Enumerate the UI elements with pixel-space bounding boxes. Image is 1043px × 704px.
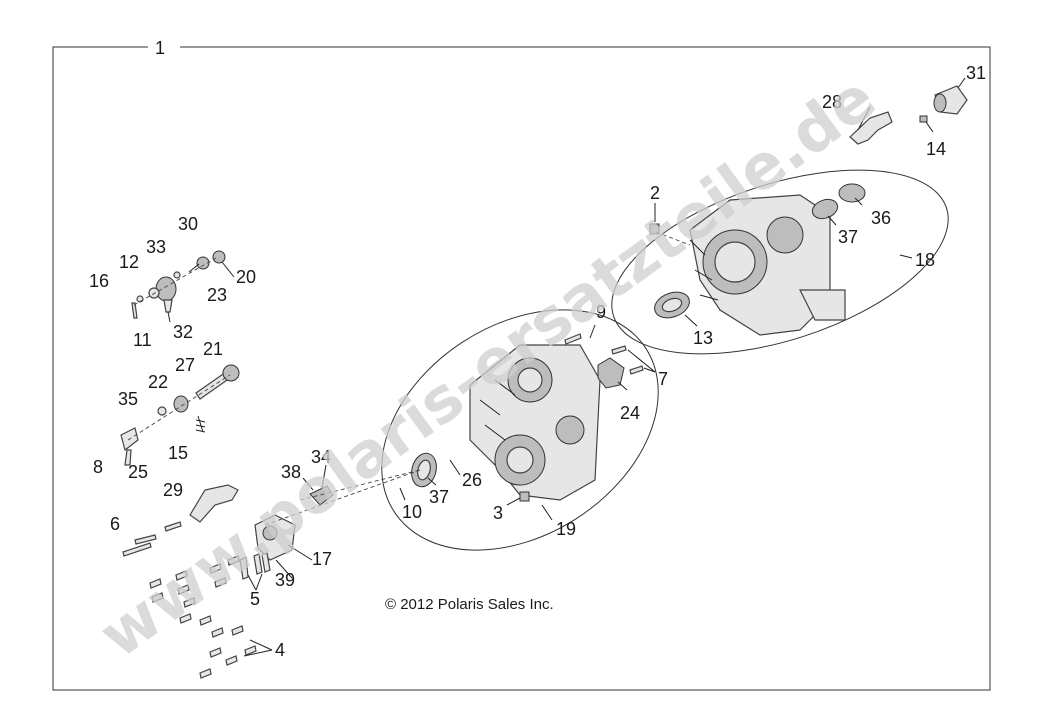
- bolts-4: [149, 555, 257, 679]
- callout-37-lower: 37: [429, 487, 449, 507]
- callout-21: 21: [203, 339, 223, 359]
- bearing-36: [838, 183, 866, 203]
- callout-6: 6: [110, 514, 120, 534]
- callout-9: 9: [596, 302, 606, 322]
- callout-29: 29: [163, 480, 183, 500]
- callout-33: 33: [146, 237, 166, 257]
- part-20: [212, 250, 226, 264]
- bolt-9: [564, 333, 582, 345]
- bolts-5-39: [239, 552, 271, 580]
- assembly-32: [155, 276, 177, 313]
- washer-35: [157, 406, 167, 416]
- callout-3: 3: [493, 503, 503, 523]
- callout-10: 10: [402, 502, 422, 522]
- spring-15: [195, 415, 206, 433]
- callout-13: 13: [693, 328, 713, 348]
- case-half-right: [611, 169, 949, 355]
- callout-28: 28: [822, 92, 842, 112]
- callout-30: 30: [178, 214, 198, 234]
- callout-38: 38: [281, 462, 301, 482]
- component-31: [933, 85, 968, 115]
- callout-17: 17: [312, 549, 332, 569]
- cover-24: [597, 357, 625, 389]
- callout-18: 18: [915, 250, 935, 270]
- shaft-27: [195, 364, 240, 400]
- seal-13: [654, 291, 690, 319]
- part-33: [173, 271, 181, 279]
- callout-1: 1: [155, 38, 165, 58]
- callout-7: 7: [658, 369, 668, 389]
- bolts-6: [122, 521, 182, 557]
- seal-37-upper: [811, 198, 839, 220]
- callout-2: 2: [650, 183, 660, 203]
- callout-4: 4: [275, 640, 285, 660]
- callout-32: 32: [173, 322, 193, 342]
- diagram-frame: [52, 46, 991, 691]
- callout-5: 5: [250, 589, 260, 609]
- copyright-text: © 2012 Polaris Sales Inc.: [385, 596, 554, 613]
- callout-35: 35: [118, 389, 138, 409]
- callout-12: 12: [119, 252, 139, 272]
- callout-8: 8: [93, 457, 103, 477]
- bolts-7: [611, 345, 644, 375]
- bracket-29: [189, 484, 239, 523]
- leader-lines: [167, 77, 966, 657]
- callout-24: 24: [620, 403, 640, 423]
- callout-27: 27: [175, 355, 195, 375]
- washer-12: [148, 287, 160, 299]
- case-half-left: [381, 309, 659, 551]
- callout-20: 20: [236, 267, 256, 287]
- callout-19: 19: [556, 519, 576, 539]
- bracket-28: [849, 111, 893, 145]
- plug-2: [649, 223, 660, 235]
- seal-37-lower: [411, 452, 437, 488]
- bracket-25: [120, 427, 139, 466]
- callout-11: 11: [133, 330, 152, 350]
- callout-26: 26: [462, 470, 482, 490]
- plug-3: [519, 491, 530, 502]
- callout-31: 31: [966, 63, 986, 83]
- callout-25: 25: [128, 462, 148, 482]
- callout-16: 16: [89, 271, 109, 291]
- callout-36: 36: [871, 208, 891, 228]
- part-14: [919, 115, 928, 123]
- callout-23: 23: [207, 285, 227, 305]
- callout-39: 39: [275, 570, 295, 590]
- callout-14: 14: [926, 139, 946, 159]
- callout-labels: 2 3 4 5 6 7 8 9 10 11 12 13 14 15 16 17 …: [89, 63, 986, 660]
- part-30: [196, 256, 210, 270]
- callout-15: 15: [168, 443, 188, 463]
- callout-37-upper: 37: [838, 227, 858, 247]
- watermark: www.polaris-ersatzteile.de: [86, 61, 889, 672]
- pin-11: [131, 302, 138, 319]
- callout-22: 22: [148, 372, 168, 392]
- callout-34: 34: [311, 447, 331, 467]
- part-38: [309, 485, 334, 506]
- pump-17: [254, 514, 296, 561]
